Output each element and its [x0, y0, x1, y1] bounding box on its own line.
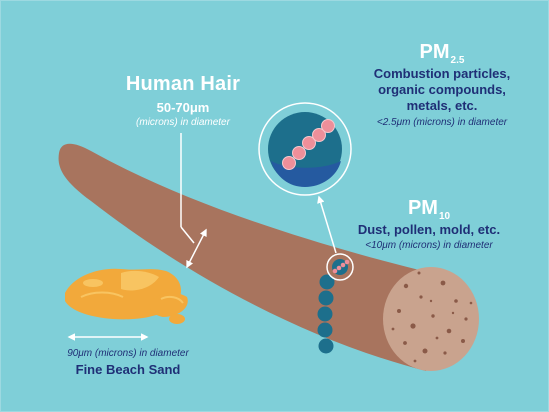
pm25-label: PM2.5 Combustion particles, organic comp… — [357, 41, 527, 129]
pm25-magnified-view — [259, 103, 351, 195]
pm10-description: Dust, pollen, mold, etc. — [349, 222, 509, 238]
hair-size: 50-70μm — [119, 100, 247, 116]
sand-grains — [65, 269, 188, 324]
hair-note: (microns) in diameter — [119, 116, 247, 129]
hair-title: Human Hair — [119, 73, 247, 96]
sand-note: 90μm (microns) in diameter — [45, 347, 211, 360]
pm25-title: PM2.5 — [357, 41, 527, 64]
sand-label: 90μm (microns) in diameter Fine Beach Sa… — [45, 347, 211, 378]
hair-label: Human Hair 50-70μm (microns) in diameter — [119, 73, 247, 129]
pm10-note: <10μm (microns) in diameter — [349, 239, 509, 252]
pm25-note: <2.5μm (microns) in diameter — [357, 116, 527, 129]
pm10-title: PM10 — [349, 197, 509, 220]
pm10-label: PM10 Dust, pollen, mold, etc. <10μm (mic… — [349, 197, 509, 252]
pm25-description: Combustion particles, organic compounds,… — [357, 66, 527, 114]
sand-title: Fine Beach Sand — [45, 362, 211, 378]
hair-cross-section — [383, 267, 479, 371]
